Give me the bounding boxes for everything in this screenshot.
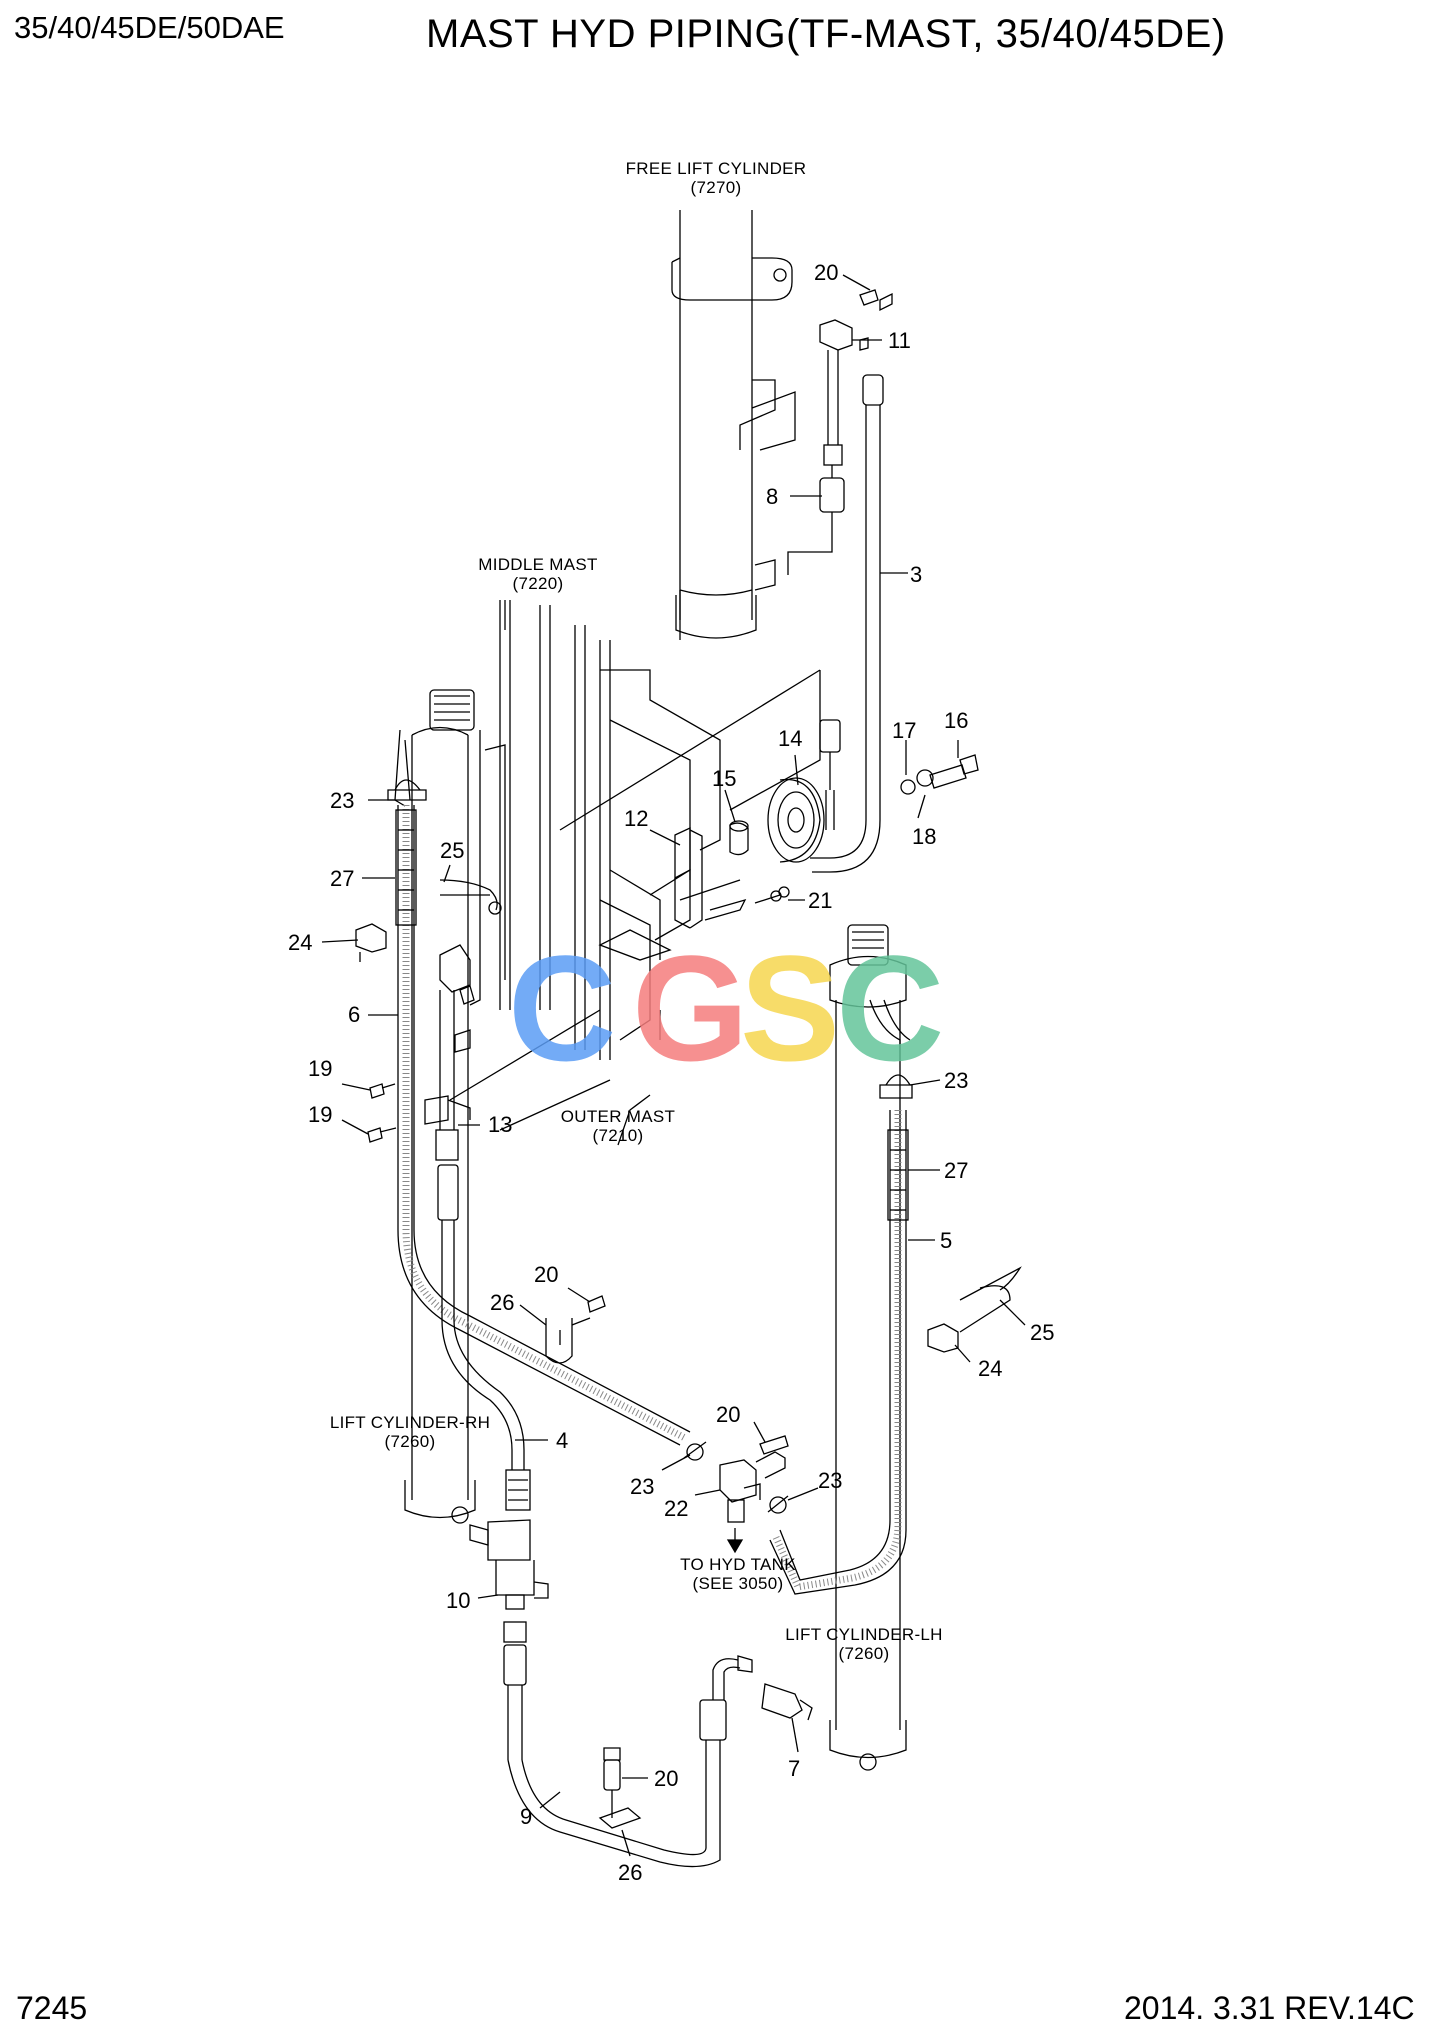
callout-11: 11	[888, 328, 911, 353]
callout-16: 16	[944, 708, 968, 733]
watermark-letter-c1: C	[508, 924, 616, 1092]
lift-cylinder-lh-ref: (7260)	[839, 1644, 890, 1663]
callout-25: 25	[440, 838, 464, 863]
callout-20: 20	[814, 260, 838, 285]
free-lift-cylinder-drawing	[671, 210, 893, 873]
callout-8: 8	[766, 484, 778, 509]
page-title: MAST HYD PIPING(TF-MAST, 35/40/45DE)	[426, 12, 1226, 56]
callout-5: 5	[940, 1228, 952, 1253]
lift-cylinder-rh-label: LIFT CYLINDER-RH	[330, 1413, 490, 1432]
callout-18: 18	[912, 824, 936, 849]
callout-23: 23	[330, 788, 354, 813]
mast-frame-drawing	[449, 600, 821, 1131]
bolts-drawing	[367, 289, 879, 1761]
callout-27: 27	[330, 866, 354, 891]
outer-mast-label: OUTER MAST	[561, 1107, 675, 1126]
lift-cylinder-rh-ref: (7260)	[385, 1432, 436, 1451]
outer-mast-ref: (7210)	[593, 1126, 644, 1145]
callout-23-d: 23	[818, 1468, 842, 1493]
callout-26-b: 26	[618, 1860, 642, 1885]
pipe-4-13-drawing	[424, 944, 531, 1511]
callout-20-b: 20	[534, 1262, 558, 1287]
hose-6-drawing	[387, 779, 691, 1446]
hyd-tank-label: TO HYD TANK	[680, 1555, 796, 1574]
hose-5-drawing	[769, 1074, 913, 1595]
callout-24: 24	[288, 930, 312, 955]
callout-19-b: 19	[308, 1102, 332, 1127]
watermark-letter-s: S	[740, 924, 840, 1092]
callout-20-c: 20	[716, 1402, 740, 1427]
callout-14: 14	[778, 726, 802, 751]
callout-23-c: 23	[630, 1474, 654, 1499]
callout-7: 7	[788, 1756, 800, 1781]
model-code: 35/40/45DE/50DAE	[14, 10, 285, 45]
callout-19: 19	[308, 1056, 332, 1081]
free-lift-cylinder-label: FREE LIFT CYLINDER	[626, 159, 807, 178]
lift-cylinder-rh-drawing	[394, 689, 476, 1524]
callout-3: 3	[910, 562, 922, 587]
callout-27-b: 27	[944, 1158, 968, 1183]
callout-15: 15	[712, 766, 736, 791]
lift-cylinder-lh-drawing	[829, 924, 911, 1771]
callout-26: 26	[490, 1290, 514, 1315]
callout-25-b: 25	[1030, 1320, 1054, 1345]
callout-13: 13	[488, 1112, 512, 1137]
callout-10: 10	[446, 1588, 470, 1613]
leader-lines	[321, 274, 1026, 1857]
callout-6: 6	[348, 1002, 360, 1027]
free-lift-cylinder-ref: (7270)	[691, 178, 742, 197]
component-labels: FREE LIFT CYLINDER (7270) MIDDLE MAST (7…	[330, 159, 943, 1663]
callout-numbers: 20 11 8 3 14 17 16 15 12 18 21 23 27 25 …	[288, 260, 1054, 1885]
callout-4: 4	[556, 1428, 568, 1453]
callout-23-b: 23	[944, 1068, 968, 1093]
watermark-letter-g: G	[632, 924, 749, 1092]
tee-22-drawing	[683, 1441, 789, 1554]
revision-date: 2014. 3.31 REV.14C	[1124, 1990, 1415, 2026]
hyd-tank-ref: (SEE 3050)	[693, 1574, 784, 1593]
middle-mast-ref: (7220)	[513, 574, 564, 593]
callout-17: 17	[892, 718, 916, 743]
callout-9: 9	[520, 1804, 532, 1829]
watermark: C G S C	[508, 924, 944, 1092]
callout-24-b: 24	[978, 1356, 1002, 1381]
callout-12: 12	[624, 806, 648, 831]
pulley-bracket-drawing	[674, 754, 979, 929]
callout-21: 21	[808, 888, 832, 913]
watermark-letter-c2: C	[836, 924, 944, 1092]
callout-22: 22	[664, 1496, 688, 1521]
page-number: 7245	[16, 1990, 88, 2026]
lift-cylinder-lh-label: LIFT CYLINDER-LH	[785, 1625, 943, 1644]
middle-mast-label: MIDDLE MAST	[478, 555, 597, 574]
callout-20-d: 20	[654, 1766, 678, 1791]
tee-10-pipe-9-drawing	[469, 1519, 813, 1868]
